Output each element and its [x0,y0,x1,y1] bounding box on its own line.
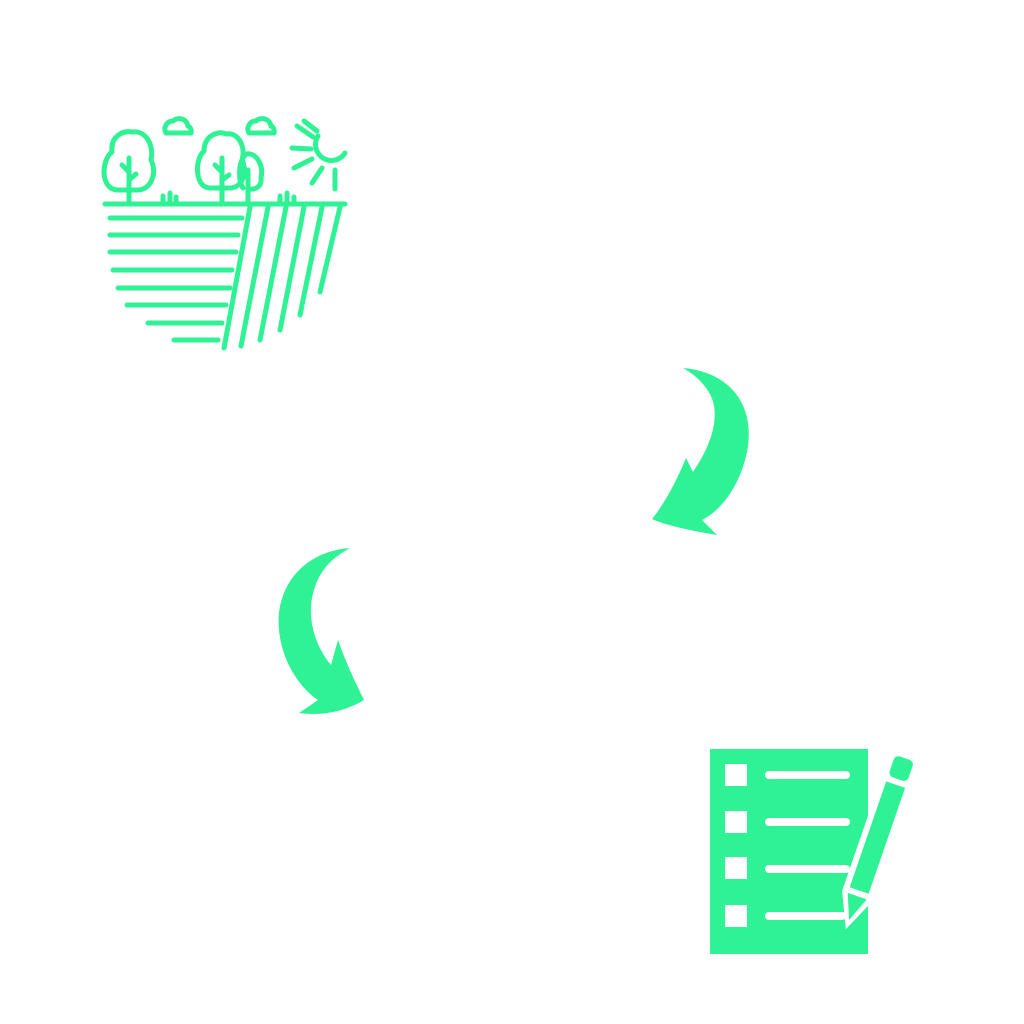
tree-icon [195,130,247,206]
tree-icon [101,129,157,206]
curved-arrow-down-left-icon [652,368,749,535]
pencil-icon [842,749,922,930]
curved-arrow-down-right-icon [278,548,364,714]
checkbox-icon [725,764,747,786]
checkbox-icon [725,905,747,927]
sun-icon [289,118,348,192]
checkbox-icon [725,811,747,833]
checklist-pencil-icon [710,749,922,954]
farmland-landscape-icon [101,116,348,351]
tree-icon [237,151,265,206]
cloud-icon [245,116,277,136]
checkbox-icon [725,857,747,879]
cloud-icon [162,116,194,136]
